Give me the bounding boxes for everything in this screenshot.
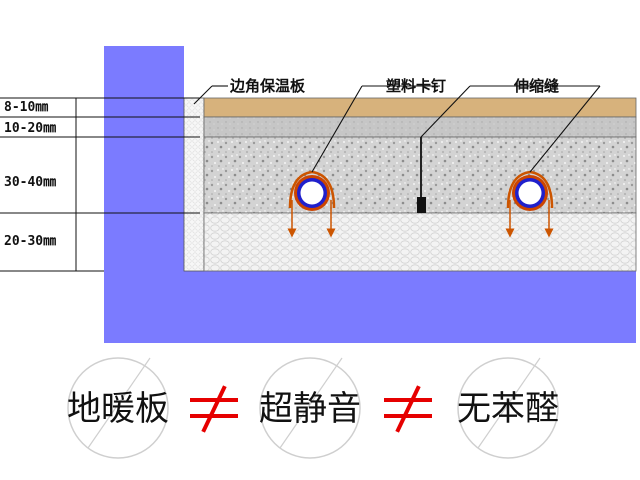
- slogan-circle-1: [67, 357, 169, 459]
- not-equal-icon-1: [190, 385, 238, 433]
- not-equal-icon-2: [384, 385, 432, 433]
- dimension-label-layer2: 10-20㎜: [4, 121, 56, 136]
- dimension-lines: [0, 97, 200, 272]
- floor-slab: [104, 271, 636, 343]
- edge-insulation-board: [183, 97, 205, 272]
- slogan-circle-2: [259, 357, 361, 459]
- callout-edge-insulation: 边角保温板: [229, 77, 306, 95]
- leveling-layer: [203, 116, 637, 138]
- callout-expansion-joint: 伸缩缝: [513, 77, 559, 95]
- slogan-circle-3: [457, 357, 559, 459]
- expansion-joint-block: [417, 197, 426, 213]
- slogan-item-2: 超静音: [259, 389, 361, 429]
- slogan-item-3: 无苯醛: [457, 389, 559, 429]
- wall-block: [104, 46, 184, 271]
- dimension-label-layer3: 30-40㎜: [4, 175, 56, 190]
- dimension-label-layer1: 8-10㎜: [4, 100, 48, 115]
- callout-leaders: [193, 85, 601, 173]
- slogan-item-1: 地暖板: [67, 389, 169, 429]
- floor-finish-layer: [203, 97, 637, 118]
- callout-plastic-clip: 塑料卡钉: [386, 77, 446, 95]
- heating-pipe-left: [287, 170, 336, 238]
- insulation-layer: [203, 212, 637, 272]
- dimension-label-layer4: 20-30㎜: [4, 234, 56, 249]
